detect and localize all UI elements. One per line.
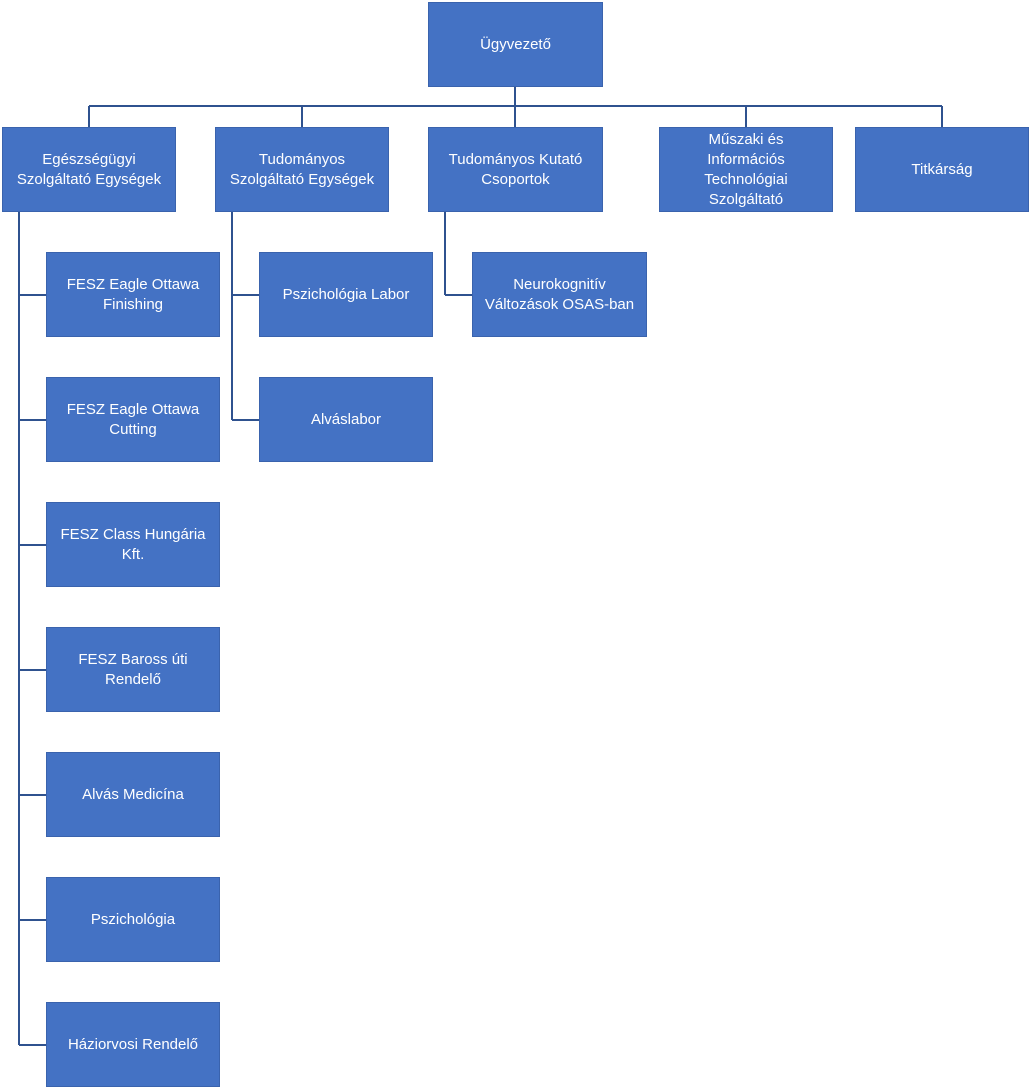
child-node-haziorvosi: Háziorvosi Rendelő: [46, 1002, 220, 1087]
child-node-alvaslabor: Alváslabor: [259, 377, 433, 462]
dept-node-egeszsegugyi: Egészségügyi Szolgáltató Egységek: [2, 127, 176, 212]
dept-node-tudomanyos-szolgaltato: Tudományos Szolgáltató Egységek: [215, 127, 389, 212]
child-node-class-hungaria: FESZ Class Hungária Kft.: [46, 502, 220, 587]
child-node-eagle-finishing: FESZ Eagle Ottawa Finishing: [46, 252, 220, 337]
child-node-baross-rendelo: FESZ Baross úti Rendelő: [46, 627, 220, 712]
child-node-eagle-cutting: FESZ Eagle Ottawa Cutting: [46, 377, 220, 462]
root-node-ugyvezeto: Ügyvezető: [428, 2, 603, 87]
dept-node-muszaki: Műszaki és Információs Technológiai Szol…: [659, 127, 833, 212]
dept-node-titkarsag: Titkárság: [855, 127, 1029, 212]
child-node-pszichologia-labor: Pszichológia Labor: [259, 252, 433, 337]
child-node-pszichologia: Pszichológia: [46, 877, 220, 962]
dept-node-tudomanyos-kutato: Tudományos Kutató Csoportok: [428, 127, 603, 212]
child-node-alvas-medicina: Alvás Medicína: [46, 752, 220, 837]
child-node-neurokognitiv: Neurokognitív Változások OSAS-ban: [472, 252, 647, 337]
